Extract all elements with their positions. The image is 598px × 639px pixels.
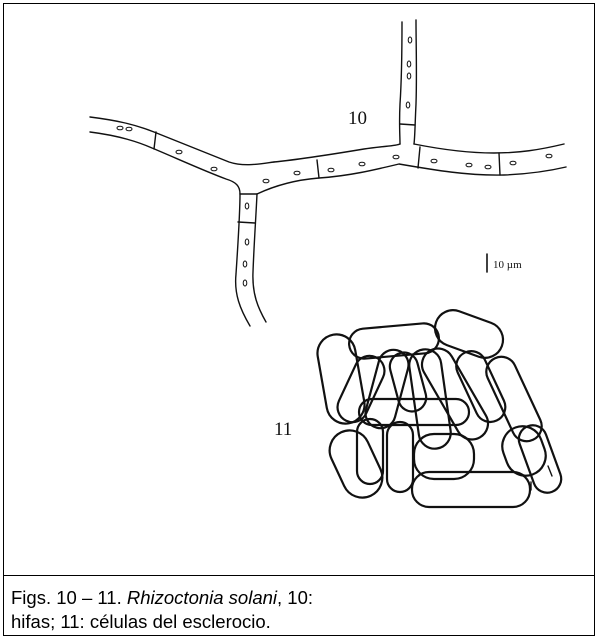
figure-11-label: 11 xyxy=(274,419,292,440)
sclerotium-figure-11 xyxy=(314,305,565,507)
scale-bar-label: 10 µm xyxy=(493,259,522,271)
figure-frame: 10 11 10 µm Figs. 10 – 11. Rhizoctonia s… xyxy=(3,3,595,636)
caption-species: Rhizoctonia solani xyxy=(127,587,277,608)
hyphae-sclerotium-drawing: 10 11 10 µm xyxy=(4,4,593,574)
hyphae-figure-10 xyxy=(90,20,566,326)
figure-10-label: 10 xyxy=(348,108,367,129)
caption-divider xyxy=(4,575,594,576)
figure-caption: Figs. 10 – 11. Rhizoctonia solani, 10: h… xyxy=(11,586,586,634)
caption-line-2: hifas; 11: células del esclerocio. xyxy=(11,611,271,632)
caption-prefix: Figs. 10 – 11. xyxy=(11,587,127,608)
caption-suffix: , 10: xyxy=(277,587,313,608)
